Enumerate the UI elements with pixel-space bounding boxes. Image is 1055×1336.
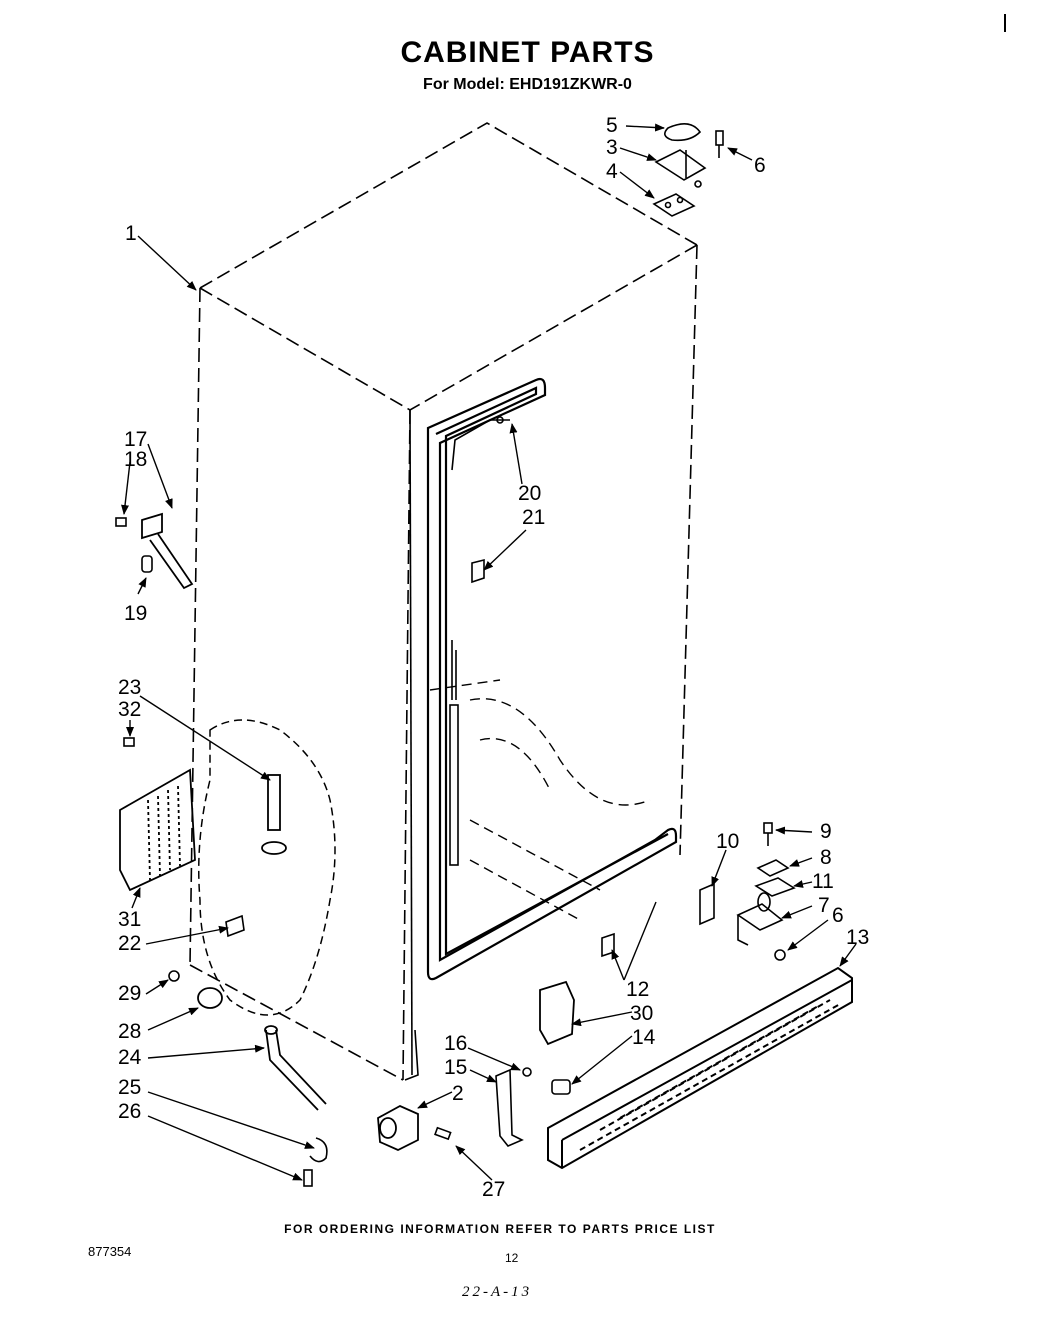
fitting-23: [261, 774, 287, 855]
ordering-note: FOR ORDERING INFORMATION REFER TO PARTS …: [284, 1222, 716, 1236]
toe-grille: [547, 966, 853, 1170]
callout-19: 19: [124, 602, 147, 625]
callout-26: 26: [118, 1100, 141, 1123]
hinge-cover-5: [664, 123, 702, 142]
bracket-15: [495, 1068, 524, 1147]
liner-lines: [429, 679, 651, 921]
screw-6-top: [715, 130, 724, 158]
door-gasket: [426, 377, 678, 981]
page-number: 12: [505, 1251, 519, 1265]
edge-mark: [1004, 14, 1006, 32]
screw-26: [303, 1169, 313, 1187]
screw-18: [115, 517, 127, 527]
cabinet-outline: [189, 122, 698, 1081]
callout-17: 17: [124, 428, 147, 451]
callout-29: 29: [118, 982, 141, 1005]
screw-29: [168, 970, 180, 982]
callout-13: 13: [846, 926, 869, 949]
screw-32: [123, 737, 135, 747]
plug-19: [141, 555, 153, 573]
callout-12: 12: [626, 978, 649, 1001]
callout-27: 27: [482, 1178, 505, 1201]
callout-28: 28: [118, 1020, 141, 1043]
callout-4: 4: [606, 160, 618, 183]
callout-1: 1: [125, 222, 137, 245]
callout-10: 10: [716, 830, 739, 853]
callout-3: 3: [606, 136, 618, 159]
document-number: 877354: [88, 1244, 132, 1259]
callout-7: 7: [818, 894, 830, 917]
hinge-7: [736, 892, 784, 946]
callout-6-bottom: 6: [832, 904, 844, 927]
callout-24: 24: [118, 1046, 142, 1069]
plug-14: [551, 1079, 571, 1095]
callout-9: 9: [820, 820, 832, 843]
bracket-12: [601, 932, 615, 958]
callout-21: 21: [522, 506, 545, 529]
gasket-wire: [449, 416, 510, 866]
screw-16: [522, 1067, 532, 1077]
page-title: CABINET PARTS: [400, 36, 655, 69]
grommet-28: [197, 987, 223, 1009]
screw-9: [763, 822, 773, 846]
callout-32: 32: [118, 698, 141, 721]
clip-22: [225, 914, 245, 938]
hinge-pin-8: [756, 859, 790, 877]
callout-18: 18: [124, 448, 147, 471]
callout-23: 23: [118, 676, 141, 699]
callout-16: 16: [444, 1032, 467, 1055]
shim-11: [754, 877, 796, 897]
callout-22: 22: [118, 932, 141, 955]
callout-5: 5: [606, 114, 618, 137]
callout-20: 20: [518, 482, 541, 505]
drain-17: [141, 512, 194, 590]
handwritten-note: 22-A-13: [462, 1284, 533, 1300]
callout-14: 14: [632, 1026, 656, 1049]
callout-31: 31: [118, 908, 141, 931]
callout-15: 15: [444, 1056, 467, 1079]
screw-27: [434, 1126, 452, 1141]
callout-6-top: 6: [754, 154, 766, 177]
callout-30: 30: [630, 1002, 653, 1025]
cabinet-front-face: [404, 409, 419, 1081]
hinge-3: [654, 149, 707, 188]
hinge-shim-4: [652, 193, 696, 217]
callout-8: 8: [820, 846, 832, 869]
screw-6-bottom: [774, 949, 786, 961]
leader-lines: [121, 123, 857, 1181]
bracket-21: [471, 558, 485, 584]
callout-11: 11: [812, 870, 834, 893]
drain-tube-24: [264, 1025, 327, 1111]
latch-30: [539, 980, 575, 1046]
spacer-10: [699, 882, 715, 926]
leg-2: [377, 1104, 419, 1151]
model-subtitle: For Model: EHD191ZKWR-0: [423, 76, 632, 93]
compressor-area: [198, 719, 336, 1016]
clamp-25: [309, 1137, 328, 1163]
callout-25: 25: [118, 1076, 141, 1099]
callout-labels: 1 5 3 4 6 17 18 20 21 19 23 32 9 10 8 11…: [118, 114, 869, 1201]
cover-31: [119, 768, 196, 892]
callout-2: 2: [452, 1082, 464, 1105]
